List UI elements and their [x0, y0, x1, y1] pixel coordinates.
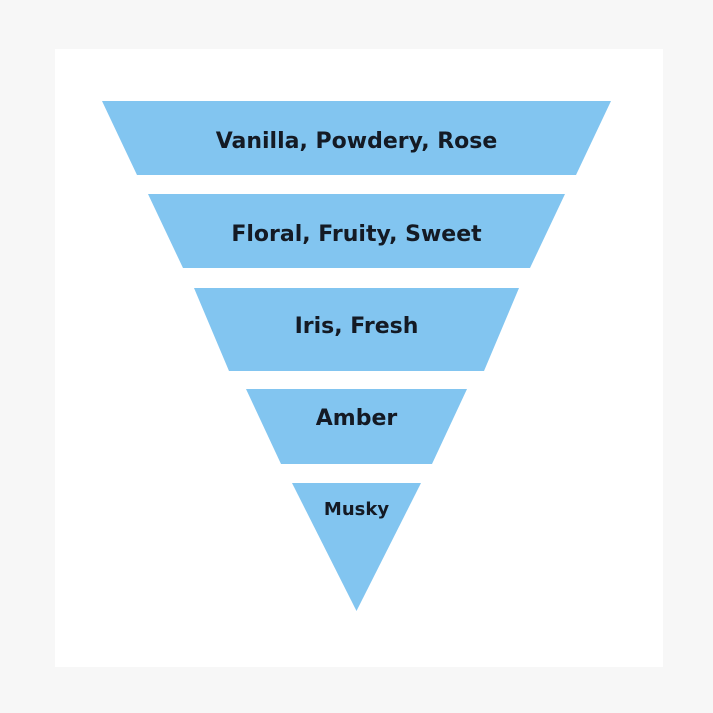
tier-1-label: Vanilla, Powdery, Rose: [216, 129, 498, 154]
tier-5-label: Musky: [324, 499, 389, 520]
tier-3: Iris, Fresh: [194, 288, 519, 371]
tier-5-shape: [292, 483, 421, 611]
tier-4: Amber: [246, 389, 467, 464]
tier-1: Vanilla, Powdery, Rose: [102, 101, 611, 175]
tier-2-label: Floral, Fruity, Sweet: [231, 222, 482, 247]
tier-4-label: Amber: [316, 406, 398, 431]
tier-5: Musky: [292, 483, 421, 611]
tier-2: Floral, Fruity, Sweet: [148, 194, 565, 268]
tier-1-shape: [102, 101, 611, 175]
tier-4-shape: [246, 389, 467, 464]
tier-3-label: Iris, Fresh: [295, 314, 419, 339]
tier-3-shape: [194, 288, 519, 371]
tier-2-shape: [148, 194, 565, 268]
